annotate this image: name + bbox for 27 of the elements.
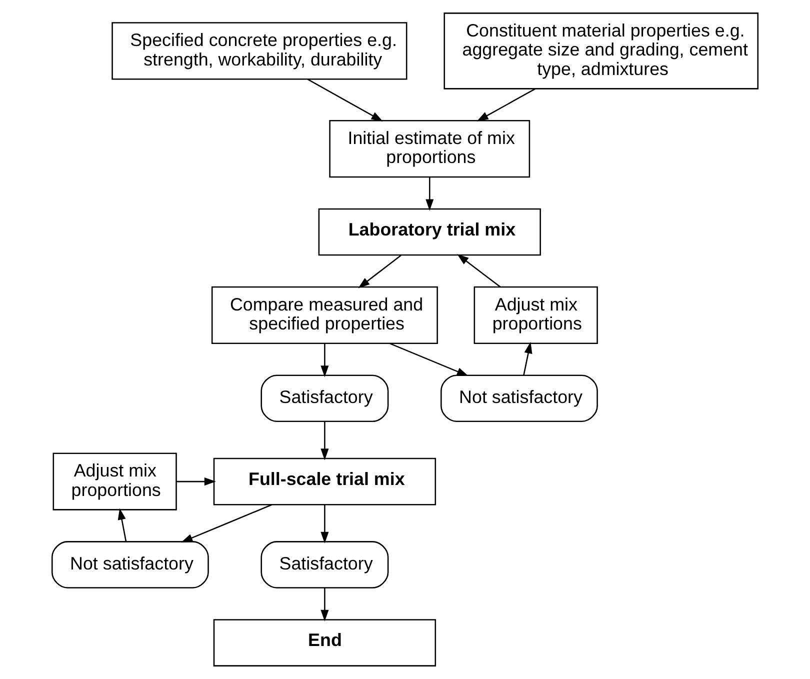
node-box: Laboratory trial mix bbox=[318, 208, 541, 256]
node-box: Initial estimate of mix proportions bbox=[329, 120, 530, 178]
node-box: Adjust mix proportions bbox=[474, 286, 598, 344]
node-box: Not satisfactory bbox=[440, 374, 598, 422]
arrow bbox=[457, 254, 501, 288]
arrow bbox=[118, 508, 127, 542]
arrow bbox=[426, 177, 434, 211]
node-box: Specified concrete properties e.g. strength, workability, durability bbox=[112, 22, 408, 80]
node-box: Adjust mix proportions bbox=[52, 452, 177, 510]
arrow bbox=[320, 422, 329, 460]
arrow bbox=[181, 504, 272, 542]
arrow bbox=[358, 254, 402, 288]
arrow bbox=[476, 88, 536, 122]
node-box: Satisfactory bbox=[260, 541, 389, 588]
node-box: Not satisfactory bbox=[51, 541, 209, 588]
node-box: Full-scale trial mix bbox=[213, 458, 436, 506]
arrow bbox=[320, 504, 329, 544]
arrow bbox=[320, 344, 329, 378]
arrow bbox=[320, 588, 329, 622]
arrow bbox=[390, 342, 468, 376]
node-box: Constituent material properties e.g. aggregate size and grading, cement type, admixtures bbox=[444, 12, 759, 90]
node-box: End bbox=[213, 619, 436, 666]
arrow bbox=[307, 78, 383, 122]
node-box: Satisfactory bbox=[260, 374, 389, 422]
node-box: Compare measured and specified properties bbox=[211, 286, 438, 344]
arrow bbox=[176, 478, 216, 486]
arrow bbox=[523, 342, 532, 376]
